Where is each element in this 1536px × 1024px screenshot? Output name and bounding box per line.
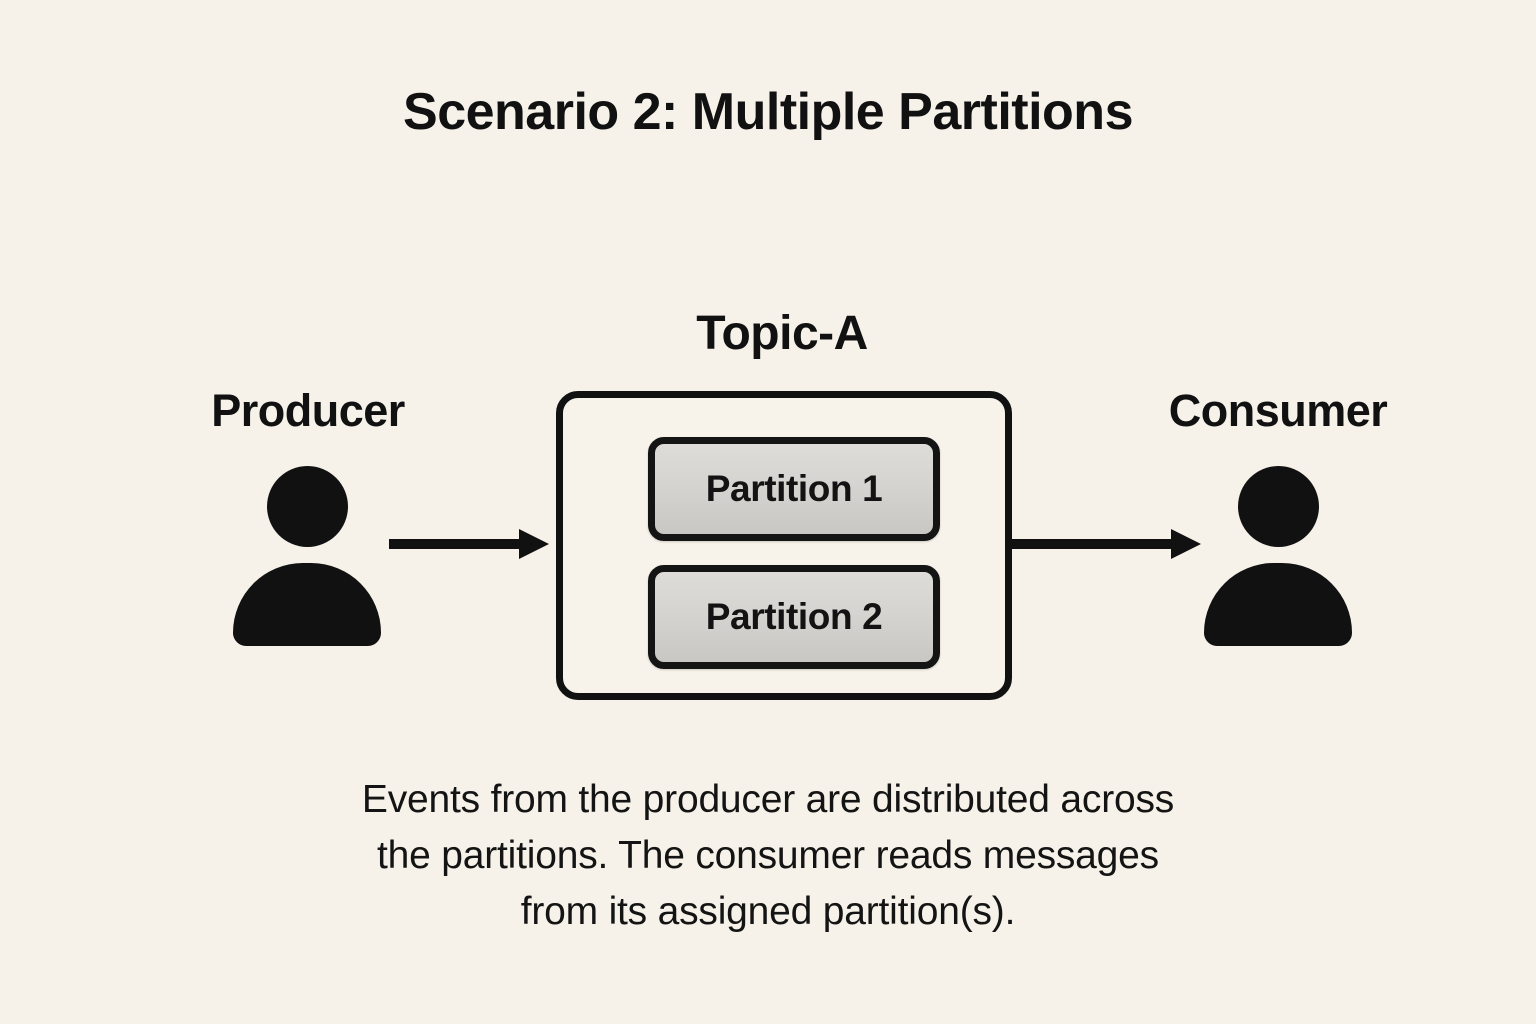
- caption-line: the partitions. The consumer reads messa…: [377, 834, 1159, 878]
- producer-person-icon: [232, 466, 382, 646]
- partition-label: Partition 1: [705, 468, 883, 509]
- person-head-shape: [267, 466, 348, 547]
- arrow-shaft: [1011, 539, 1175, 549]
- consumer-person-icon: [1203, 466, 1353, 646]
- partition-box-2[interactable]: Partition 2: [648, 565, 940, 669]
- topic-label: Topic-A: [696, 307, 868, 360]
- person-body-shape: [233, 563, 381, 646]
- arrow-head: [1171, 529, 1201, 559]
- person-head-shape: [1238, 466, 1319, 547]
- partition-label: Partition 2: [705, 596, 883, 637]
- arrow-topic-to-consumer-icon: [1011, 524, 1203, 564]
- caption-line: from its assigned partition(s).: [520, 890, 1016, 934]
- caption: Events from the producer are distributed…: [218, 772, 1318, 940]
- arrow-producer-to-topic-icon: [389, 524, 551, 564]
- consumer-label: Consumer: [1168, 385, 1388, 436]
- producer-label: Producer: [211, 385, 405, 436]
- arrow-head: [519, 529, 549, 559]
- page-title: Scenario 2: Multiple Partitions: [403, 83, 1133, 141]
- partition-list: Partition 1 Partition 2: [648, 437, 940, 669]
- person-body-shape: [1204, 563, 1352, 646]
- topic-box: Partition 1 Partition 2: [556, 391, 1012, 700]
- partition-box-1[interactable]: Partition 1: [648, 437, 940, 541]
- arrow-shaft: [389, 539, 523, 549]
- caption-line: Events from the producer are distributed…: [361, 778, 1175, 821]
